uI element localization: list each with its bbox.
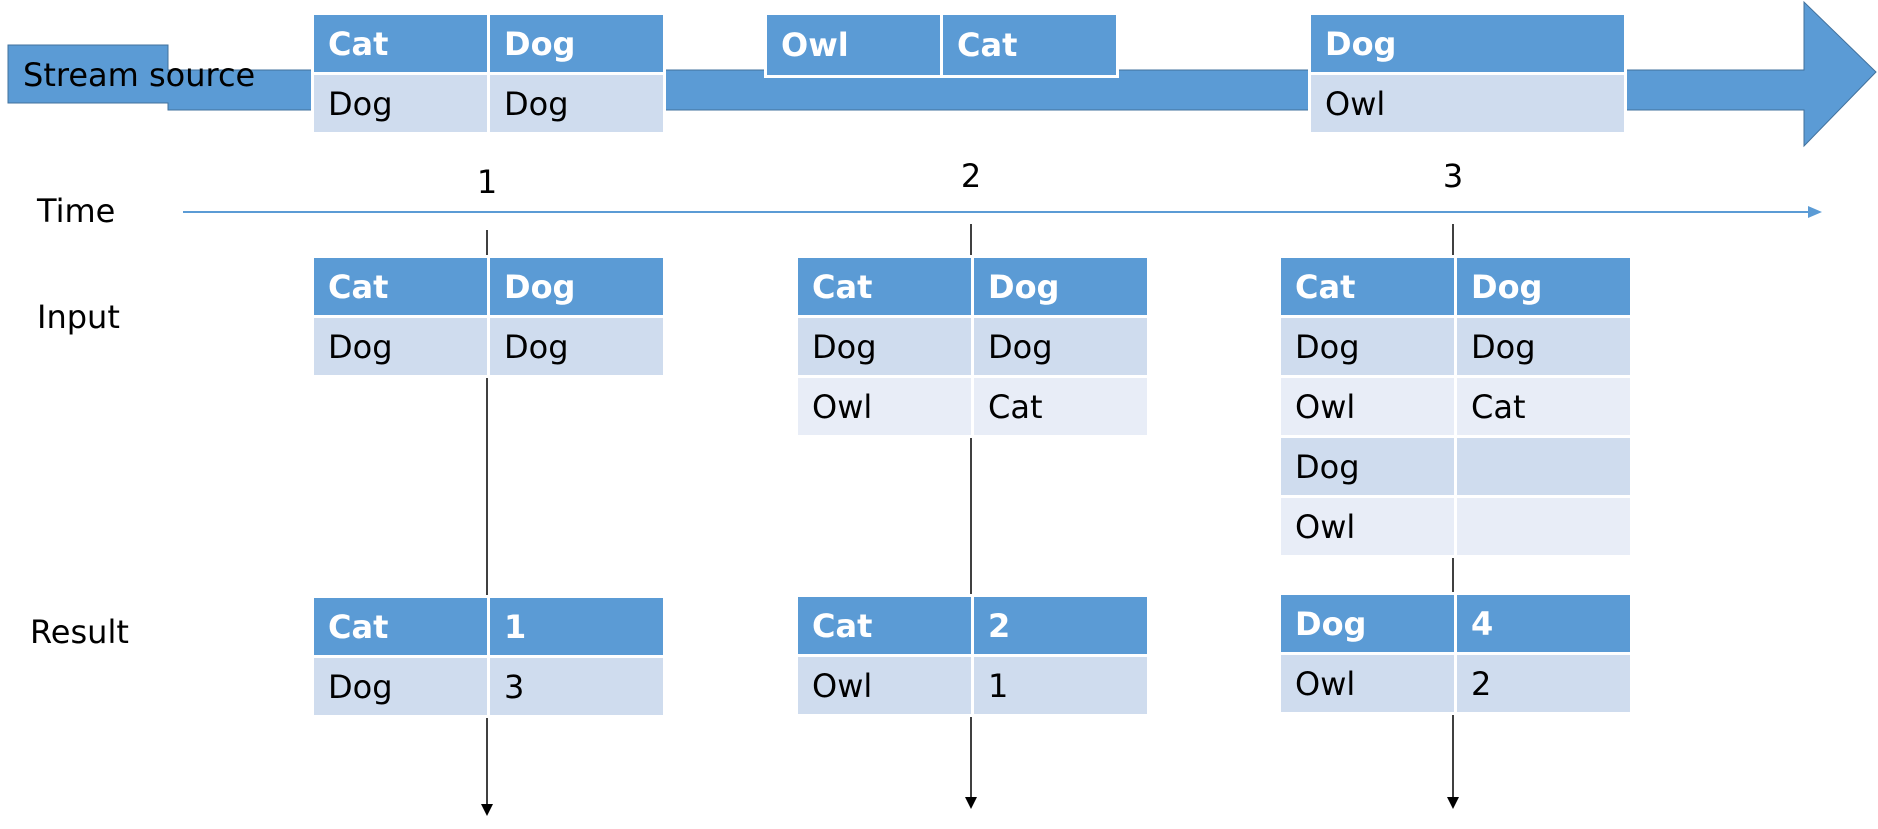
tick-2: 2 — [960, 157, 982, 195]
cell: Cat — [311, 255, 490, 318]
cell: Dog — [311, 655, 490, 718]
cell: Dog — [487, 12, 666, 75]
cell: Dog — [971, 255, 1150, 318]
stream-chunk-3: Dog Owl — [1308, 12, 1627, 135]
cell: Dog — [487, 255, 666, 318]
cell: 2 — [1454, 652, 1633, 715]
cell: Dog — [1278, 315, 1457, 378]
tick-1: 1 — [476, 163, 498, 201]
cell: Owl — [1308, 72, 1627, 135]
cell: Dog — [311, 72, 490, 135]
cell: Cat — [940, 12, 1119, 78]
input-label: Input — [37, 298, 120, 336]
cell: 1 — [487, 595, 666, 658]
cell: Dog — [1454, 315, 1633, 378]
cell: Dog — [971, 315, 1150, 378]
cell: Cat — [971, 375, 1150, 438]
timeline-1-arrowhead — [481, 804, 493, 816]
result-label: Result — [30, 613, 129, 651]
cell: Cat — [1278, 255, 1457, 318]
cell: Owl — [1278, 495, 1457, 558]
cell — [1454, 435, 1633, 498]
cell: Cat — [795, 594, 974, 657]
cell: Dog — [795, 315, 974, 378]
cell: Cat — [311, 595, 490, 658]
cell: 1 — [971, 654, 1150, 717]
timeline-3-arrowhead — [1447, 797, 1459, 809]
cell: Owl — [1278, 652, 1457, 715]
cell: Cat — [1454, 375, 1633, 438]
cell: Owl — [1278, 375, 1457, 438]
time-label: Time — [37, 192, 116, 230]
cell: Owl — [795, 375, 974, 438]
cell — [1454, 495, 1633, 558]
stream-source-label: Stream source — [23, 56, 256, 94]
cell: Dog — [1278, 592, 1457, 655]
cell: Cat — [795, 255, 974, 318]
cell: Owl — [795, 654, 974, 717]
cell: Dog — [487, 72, 666, 135]
cell: Owl — [764, 12, 943, 78]
cell: 3 — [487, 655, 666, 718]
time-axis-arrowhead — [1808, 206, 1822, 218]
cell: Dog — [487, 315, 666, 378]
cell: Dog — [1454, 255, 1633, 318]
timeline-2-arrowhead — [965, 797, 977, 809]
tick-3: 3 — [1442, 157, 1464, 195]
cell: Dog — [1308, 12, 1627, 75]
cell: Dog — [1278, 435, 1457, 498]
cell: Dog — [311, 315, 490, 378]
cell: Cat — [311, 12, 490, 75]
cell: 4 — [1454, 592, 1633, 655]
cell: 2 — [971, 594, 1150, 657]
